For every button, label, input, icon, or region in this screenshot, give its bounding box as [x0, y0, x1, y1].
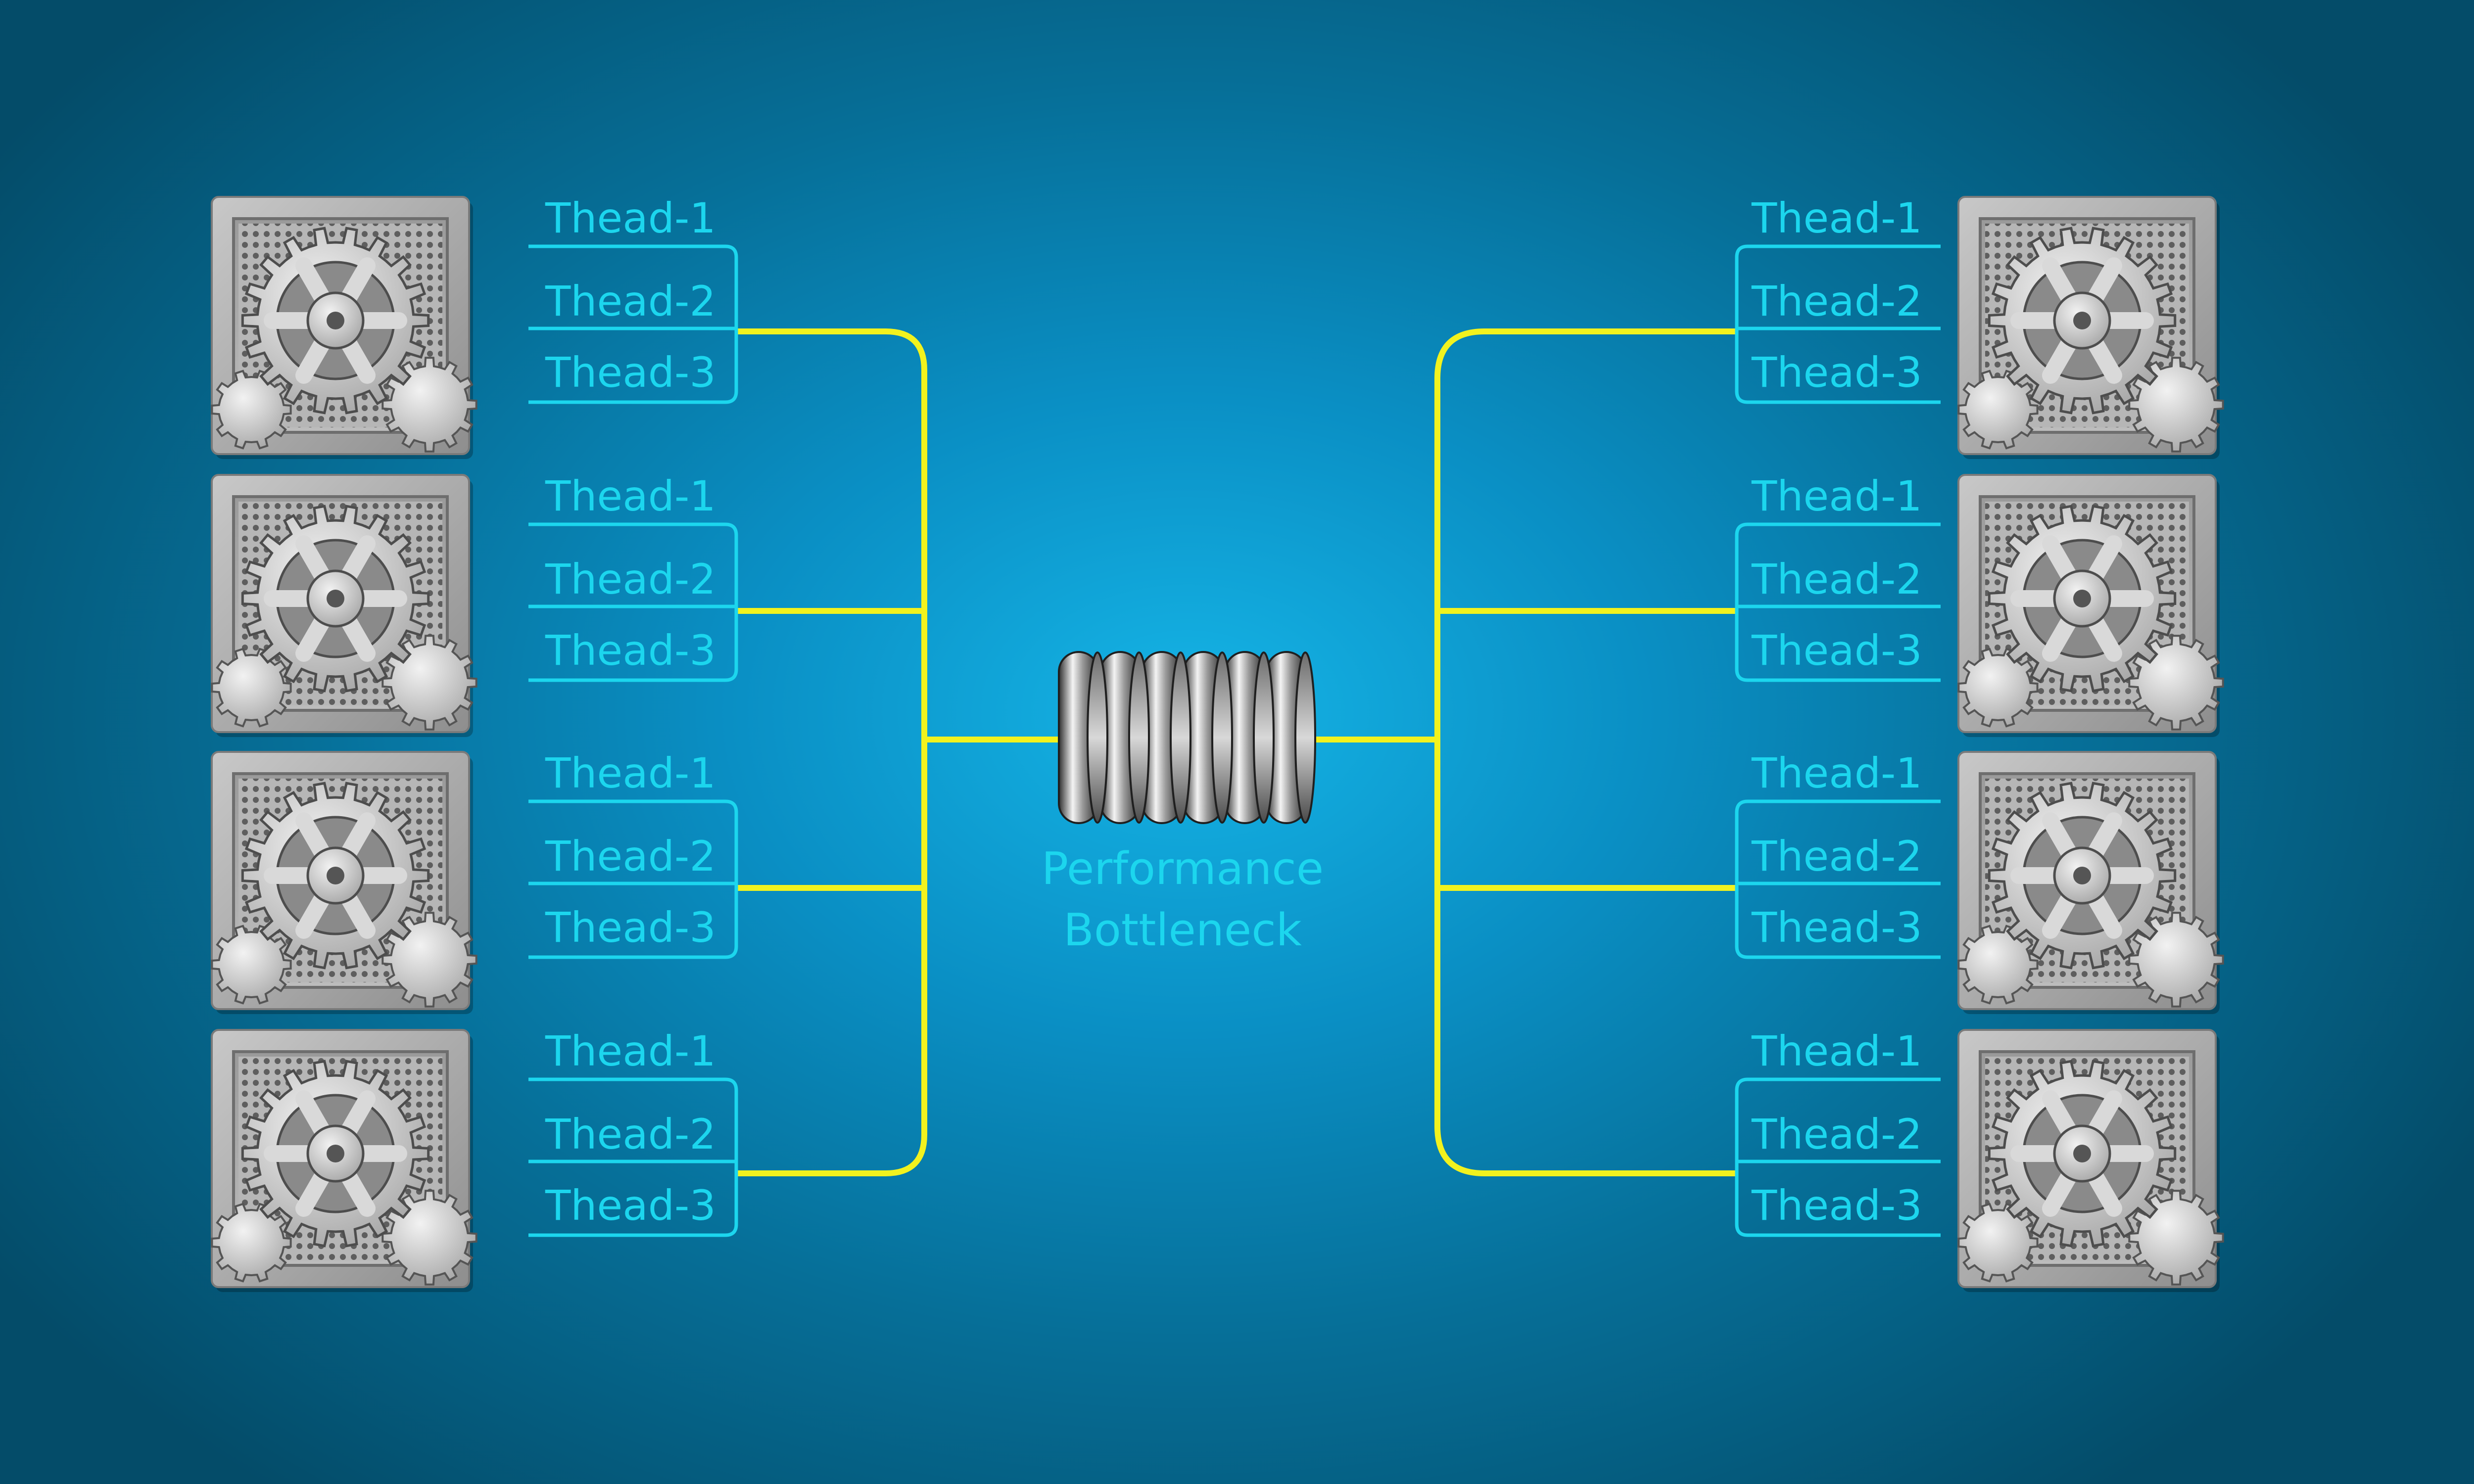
- thread-label: Thead-2: [1752, 832, 1922, 881]
- thread-label: Thead-3: [1752, 348, 1922, 397]
- thread-label: Thead-2: [545, 832, 716, 881]
- thread-group-5: [1735, 244, 1941, 404]
- thread-label: Thead-1: [545, 472, 716, 520]
- server-7: [1957, 751, 2224, 1014]
- server-8: [1957, 1029, 2224, 1292]
- disk-1: [1058, 651, 1108, 824]
- gear-server-icon: [211, 474, 477, 737]
- disk-4: [1183, 651, 1233, 824]
- thread-label: Thead-1: [545, 194, 716, 242]
- thread-label: Thead-3: [1752, 626, 1922, 675]
- gear-server-icon: [211, 751, 477, 1014]
- server-5: [1957, 196, 2224, 459]
- thread-label: Thead-2: [545, 277, 716, 325]
- left-bracket-line: [737, 328, 927, 1176]
- thread-label: Thead-1: [545, 749, 716, 797]
- stacked-disks-icon: [1058, 651, 1316, 824]
- disk-5: [1224, 651, 1275, 824]
- disk-6: [1266, 651, 1316, 824]
- thread-label: Thead-3: [1752, 903, 1922, 952]
- gear-server-icon: [1957, 196, 2224, 459]
- server-group: [211, 196, 2224, 1292]
- thread-label: Thead-2: [1752, 1110, 1922, 1159]
- thread-label: Thead-1: [1752, 194, 1922, 242]
- gear-server-icon: [1957, 1029, 2224, 1292]
- gear-server-icon: [1957, 474, 2224, 737]
- thread-group-3: [528, 799, 738, 959]
- connector-lines: [737, 328, 1737, 1176]
- thread-label: Thead-1: [1752, 749, 1922, 797]
- thread-label: Thead-3: [545, 348, 716, 397]
- server-1: [211, 196, 477, 459]
- server-2: [211, 474, 477, 737]
- thread-group-7: [1735, 799, 1941, 959]
- gear-server-icon: [211, 1029, 477, 1292]
- thread-label: Thead-2: [545, 1110, 716, 1159]
- thread-label: Thead-3: [1752, 1181, 1922, 1230]
- gear-server-icon: [211, 196, 477, 459]
- bottleneck-caption: Performance Bottleneck: [985, 838, 1380, 961]
- thread-label: Thead-2: [1752, 555, 1922, 603]
- thread-label: Thead-3: [545, 626, 716, 675]
- right-bracket-line: [1434, 328, 1737, 1176]
- thread-label: Thead-1: [545, 1027, 716, 1075]
- thread-group-1: [528, 244, 738, 404]
- thread-label: Thead-1: [1752, 472, 1922, 520]
- bottleneck-line-2: Bottleneck: [1063, 904, 1302, 956]
- thread-group-4: [528, 1077, 738, 1237]
- thread-outlines: [528, 244, 1941, 1237]
- thread-label: Thead-2: [545, 555, 716, 603]
- gear-server-icon: [1957, 751, 2224, 1014]
- thread-group-2: [528, 522, 738, 682]
- thread-label: Thead-1: [1752, 1027, 1922, 1075]
- bottleneck-line-1: Performance: [1041, 843, 1324, 895]
- thread-label: Thead-3: [545, 1181, 716, 1230]
- server-3: [211, 751, 477, 1014]
- thread-group-6: [1735, 522, 1941, 682]
- thread-label: Thead-2: [1752, 277, 1922, 325]
- thread-label: Thead-3: [545, 903, 716, 952]
- server-4: [211, 1029, 477, 1292]
- disk-2: [1099, 651, 1150, 824]
- server-6: [1957, 474, 2224, 737]
- thread-group-8: [1735, 1077, 1941, 1237]
